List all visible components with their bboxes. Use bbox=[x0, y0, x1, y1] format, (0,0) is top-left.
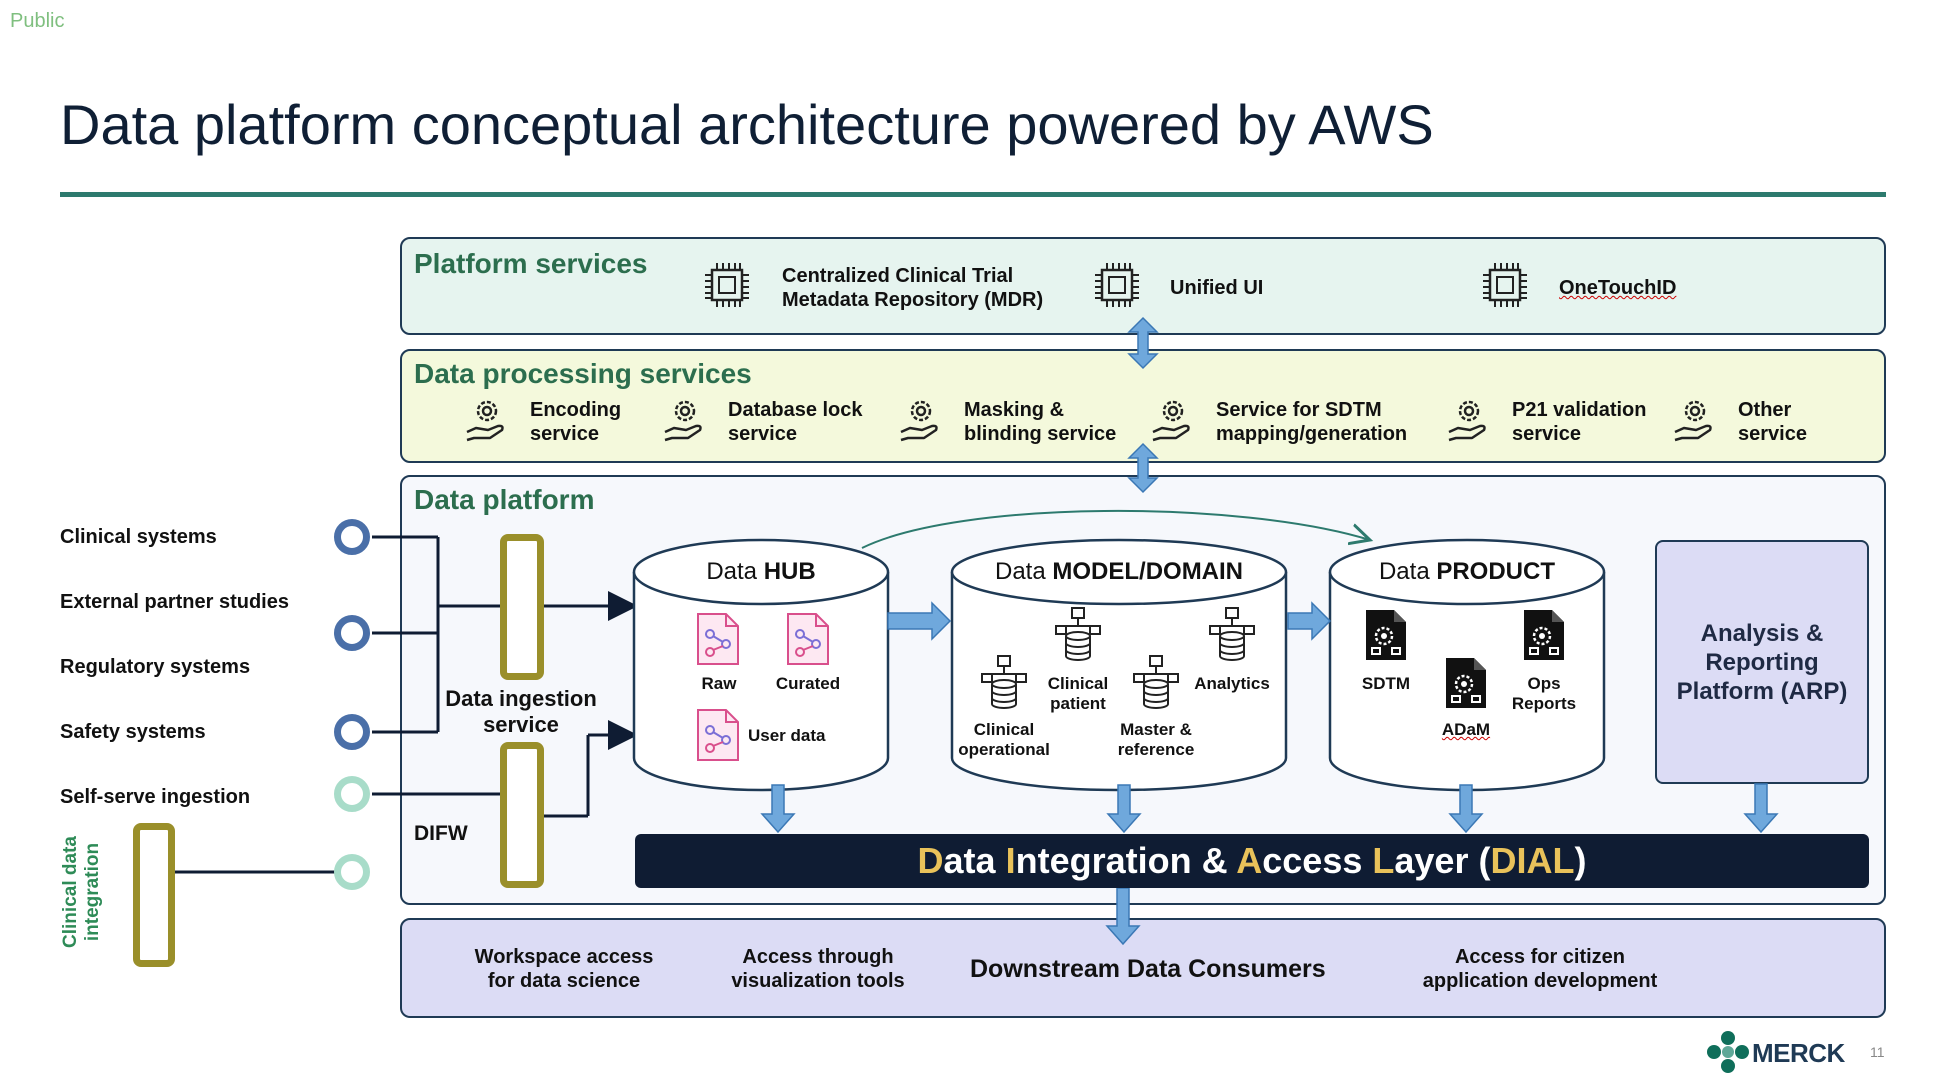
adam-document-icon bbox=[1446, 658, 1486, 708]
public-label: Public bbox=[10, 10, 65, 32]
ingestion-pill bbox=[500, 534, 544, 680]
citizen-dev-label: Access for citizen application developme… bbox=[1422, 946, 1658, 992]
page-title: Data platform conceptual architecture po… bbox=[60, 93, 1434, 156]
database-network-icon bbox=[1209, 607, 1255, 661]
gear-hand-icon bbox=[1674, 400, 1712, 442]
source-external-partner: External partner studies bbox=[60, 591, 289, 613]
source-connector bbox=[334, 854, 370, 890]
title-divider bbox=[60, 192, 1886, 197]
mdr-label-1: Centralized Clinical Trial bbox=[782, 265, 1014, 287]
gear-hand-icon bbox=[1448, 400, 1486, 442]
source-self-serve: Self-serve ingestion bbox=[60, 786, 251, 808]
clinical-integration-pill bbox=[133, 823, 175, 967]
gear-hand-icon bbox=[900, 400, 938, 442]
sdtm-label: SDTM bbox=[1361, 674, 1411, 693]
encoding-label-1: Encoding bbox=[530, 399, 622, 421]
downstream-title: Downstream Data Consumers bbox=[970, 955, 1326, 983]
master-reference-label: Master & reference bbox=[1117, 720, 1195, 759]
data-model-title: Data MODEL/DOMAIN bbox=[994, 558, 1244, 585]
gear-hand-icon bbox=[664, 400, 702, 442]
database-network-icon bbox=[1133, 655, 1179, 709]
source-connector bbox=[334, 519, 370, 555]
other-service-label-2: service bbox=[1738, 423, 1807, 445]
raw-data-icon bbox=[697, 613, 739, 665]
clinical-operational-label: Clinical operational bbox=[958, 720, 1050, 759]
chip-icon bbox=[705, 263, 749, 307]
raw-label: Raw bbox=[701, 674, 737, 693]
source-clinical-systems: Clinical systems bbox=[60, 526, 217, 548]
merck-brand: MERCK bbox=[1752, 1038, 1845, 1068]
database-network-icon bbox=[1055, 607, 1101, 661]
user-data-icon bbox=[697, 709, 739, 761]
analytics-label: Analytics bbox=[1194, 674, 1270, 693]
sdtm-service-label-2: mapping/generation bbox=[1216, 423, 1408, 445]
unified-ui-label: Unified UI bbox=[1170, 277, 1264, 299]
source-connector bbox=[334, 714, 370, 750]
chip-icon bbox=[1483, 263, 1527, 307]
source-safety: Safety systems bbox=[60, 721, 206, 743]
user-data-label: User data bbox=[748, 726, 826, 745]
sdtm-document-icon bbox=[1366, 610, 1406, 660]
db-lock-label-2: service bbox=[728, 423, 797, 445]
onetouchid-label: OneTouchID bbox=[1559, 277, 1677, 299]
ops-reports-label: Ops Reports bbox=[1511, 674, 1577, 713]
encoding-label-2: service bbox=[530, 423, 599, 445]
difw-pill bbox=[500, 742, 544, 888]
dial-layer: Data Integration & Access Layer (DIAL) bbox=[635, 834, 1869, 888]
database-network-icon bbox=[981, 655, 1027, 709]
page-number: 11 bbox=[1870, 1044, 1885, 1060]
curated-label: Curated bbox=[775, 674, 841, 693]
source-connector bbox=[334, 776, 370, 812]
platform-services-title: Platform services bbox=[414, 248, 648, 279]
clinical-patient-label: Clinical patient bbox=[1047, 674, 1109, 713]
curated-data-icon bbox=[787, 613, 829, 665]
arp-box: Analysis & Reporting Platform (ARP) bbox=[1655, 540, 1869, 784]
other-service-label-1: Other bbox=[1738, 399, 1792, 421]
ingestion-service-label: Data ingestion service bbox=[445, 686, 597, 737]
gear-hand-icon bbox=[1152, 400, 1190, 442]
merck-logo-icon bbox=[1707, 1031, 1749, 1073]
chip-icon bbox=[1095, 263, 1139, 307]
sdtm-service-label-1: Service for SDTM bbox=[1216, 399, 1382, 421]
data-hub-title: Data HUB bbox=[706, 558, 816, 585]
masking-label-2: blinding service bbox=[964, 423, 1117, 445]
db-lock-label-1: Database lock bbox=[728, 399, 863, 421]
data-product-title: Data PRODUCT bbox=[1378, 558, 1556, 585]
visualization-access-label: Access through visualization tools bbox=[731, 946, 905, 992]
gear-hand-icon bbox=[466, 400, 504, 442]
adam-label: ADaM bbox=[1441, 720, 1491, 739]
ops-reports-document-icon bbox=[1524, 610, 1564, 660]
mdr-label-2: Metadata Repository (MDR) bbox=[782, 289, 1044, 311]
p21-label-1: P21 validation bbox=[1512, 399, 1647, 421]
masking-label-1: Masking & bbox=[964, 399, 1065, 421]
data-processing-title: Data processing services bbox=[414, 358, 752, 389]
data-platform-title: Data platform bbox=[414, 484, 595, 515]
source-regulatory: Regulatory systems bbox=[60, 656, 251, 678]
workspace-access-label: Workspace access for data science bbox=[474, 946, 654, 992]
p21-label-2: service bbox=[1512, 423, 1581, 445]
downstream-panel bbox=[400, 918, 1886, 1018]
data-model-cylinder bbox=[950, 538, 1288, 792]
difw-label: DIFW bbox=[414, 822, 468, 845]
source-connector bbox=[334, 615, 370, 651]
